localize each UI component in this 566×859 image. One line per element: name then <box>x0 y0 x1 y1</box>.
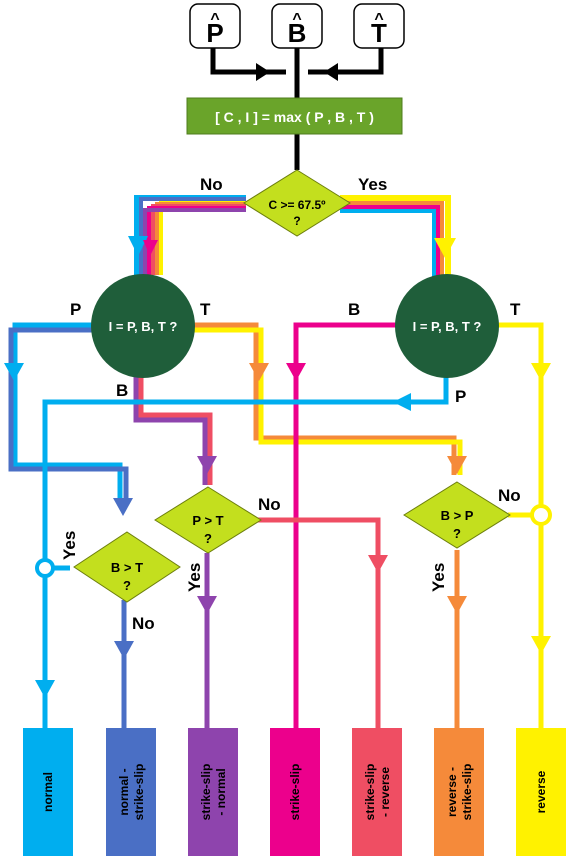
decision-pt-yes-label: Yes <box>185 563 204 592</box>
right-circle-b-label: B <box>348 300 360 319</box>
arrow-t-head <box>324 63 338 81</box>
right-t-arrow <box>531 363 551 381</box>
output-reverse-strike-slip-line1: reverse - <box>445 767 459 817</box>
bundle-no <box>134 195 246 275</box>
output-strike-slip: strike-slip <box>270 728 320 856</box>
decision-bt-line1: B > T <box>111 560 143 575</box>
decision-pt-line2: ? <box>204 531 212 546</box>
pt-no-line <box>258 517 381 728</box>
bt-yes-junction <box>35 558 55 578</box>
left-circle-p-label: P <box>70 300 81 319</box>
max-formula-box: [ C , I ] = max ( P , B , T ) <box>186 97 403 135</box>
output-reverse: reverse <box>516 728 566 856</box>
right-b-arrow <box>286 363 306 381</box>
output-strike-slip-reverse: strike-slip - reverse <box>352 728 402 856</box>
input-p-letter: P <box>206 18 223 48</box>
output-normal-label: normal <box>41 772 55 812</box>
decision-bp-line1: B > P <box>441 508 474 523</box>
decision-bp-yes-label: Yes <box>429 563 448 592</box>
output-strike-slip-normal-line1: strike-slip <box>199 764 213 821</box>
normal-in-arrow <box>35 680 55 698</box>
decision-bt-line2: ? <box>123 578 131 593</box>
left-circle-b-branch <box>133 375 213 485</box>
pt-yes-arrow <box>197 596 217 614</box>
decision-pt-line1: P > T <box>192 513 223 528</box>
bundle-yes-arrow <box>434 238 456 258</box>
output-reverse-label: reverse <box>534 770 548 813</box>
bundle-no-arrow <box>128 236 148 256</box>
decision-bp-line2: ? <box>453 526 461 541</box>
input-t-box: ^ T <box>353 3 405 49</box>
output-strike-slip-label: strike-slip <box>288 764 302 821</box>
right-circle-text: I = P, B, T ? <box>413 319 482 334</box>
output-strike-slip-normal-line2: - normal <box>214 768 228 815</box>
left-circle-b-label: B <box>116 381 128 400</box>
decision-bt-yes-label: Yes <box>60 531 79 560</box>
decision-bp: B > P ? <box>403 481 511 549</box>
input-b-letter: B <box>288 18 307 48</box>
pt-in-arrow <box>197 456 217 474</box>
decision-pt: P > T ? <box>154 486 262 554</box>
left-t-arrow <box>249 363 269 381</box>
output-boxes: normal normal - strike-slip strike-slip … <box>23 728 566 856</box>
left-circle-text: I = P, B, T ? <box>109 319 178 334</box>
decision-bt: B > T ? <box>73 531 181 603</box>
bt-in-arrow <box>113 498 133 516</box>
decision-bp-no-label: No <box>498 486 521 505</box>
arrow-p-head <box>256 63 270 81</box>
output-strike-slip-reverse-line1: strike-slip <box>363 764 377 821</box>
bp-yes-arrow <box>447 596 467 614</box>
pt-no-arrow <box>368 555 388 573</box>
decision-pt-no-label: No <box>258 495 281 514</box>
input-p-box: ^ P <box>189 3 241 49</box>
left-circle: I = P, B, T ? <box>91 274 195 378</box>
right-circle-t-label: T <box>510 300 521 319</box>
decision-bt-no-label: No <box>132 614 155 633</box>
bundle-yes <box>340 195 451 280</box>
left-circle-p-branch <box>8 322 129 505</box>
output-reverse-strike-slip: reverse - strike-slip <box>434 728 484 856</box>
left-circle-t-label: T <box>200 300 211 319</box>
bp-no-junction <box>530 504 552 526</box>
output-normal-strike-slip-line1: normal - <box>117 768 131 815</box>
right-circle: I = P, B, T ? <box>395 274 499 378</box>
output-normal-strike-slip-line2: strike-slip <box>132 764 146 821</box>
output-strike-slip-reverse-line2: - reverse <box>378 767 392 817</box>
left-circle-t-branch <box>188 322 463 475</box>
decision-c-line1: C >= 67.5º <box>268 198 326 212</box>
input-t-letter: T <box>371 18 387 48</box>
output-strike-slip-normal: strike-slip - normal <box>188 728 238 856</box>
right-circle-p-label: P <box>455 387 466 406</box>
output-normal-strike-slip: normal - strike-slip <box>106 728 156 856</box>
decision-c-no-label: No <box>200 175 223 194</box>
output-reverse-strike-slip-line2: strike-slip <box>460 764 474 821</box>
left-p-arrow <box>4 363 24 381</box>
input-b-hat: ^ <box>292 11 301 28</box>
decision-c-yes-label: Yes <box>358 175 387 194</box>
input-t-hat: ^ <box>374 11 383 28</box>
max-formula-text: [ C , I ] = max ( P , B , T ) <box>215 109 374 125</box>
input-b-box: ^ B <box>271 3 323 49</box>
right-p-arrow <box>393 393 411 411</box>
bp-in-arrow <box>447 456 467 474</box>
right-circle-t-branch <box>485 322 544 728</box>
input-p-hat: ^ <box>210 11 219 28</box>
output-normal: normal <box>23 728 73 856</box>
yellow-in-arrow <box>531 636 551 654</box>
bundle-no-arrow-pink <box>143 240 158 256</box>
right-circle-b-branch <box>293 322 398 728</box>
decision-c: C >= 67.5º ? <box>243 169 351 237</box>
decision-c-line2: ? <box>293 214 300 228</box>
bt-no-arrow <box>114 641 134 659</box>
